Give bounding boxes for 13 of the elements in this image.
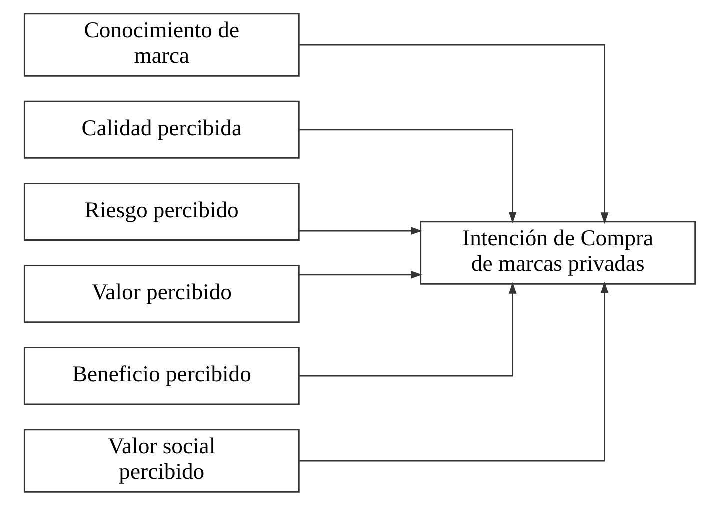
- arrow: [299, 282, 608, 462]
- arrow: [299, 282, 516, 377]
- arrow: [299, 129, 516, 224]
- node-box: Valor social percibido: [23, 429, 300, 493]
- node-box: Valor percibido: [23, 265, 300, 324]
- arrow: [298, 227, 422, 236]
- node-box: Beneficio percibido: [23, 347, 300, 406]
- node-box: Calidad percibida: [23, 100, 300, 159]
- arrow: [298, 270, 422, 279]
- arrow: [299, 44, 608, 224]
- node-box: Riesgo percibido: [23, 182, 300, 241]
- node-box: Conocimiento de marca: [23, 13, 300, 77]
- node-box: Intención de Compra de marcas privadas: [420, 221, 696, 285]
